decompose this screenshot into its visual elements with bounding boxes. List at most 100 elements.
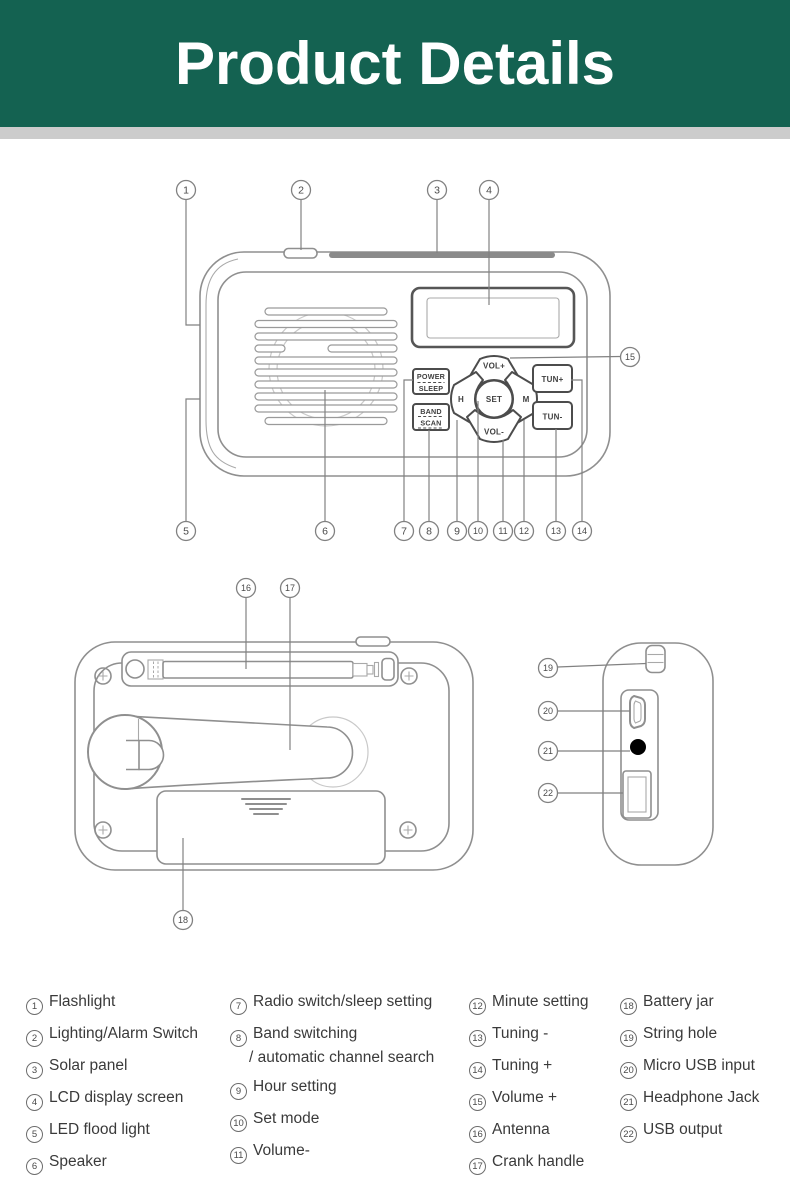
callout-number: 13 <box>551 526 561 536</box>
sleep-label: SLEEP <box>419 384 444 393</box>
callout-number: 8 <box>426 526 432 538</box>
screw <box>94 821 112 839</box>
callout-line <box>571 379 583 522</box>
power-label: POWER <box>417 372 446 381</box>
legend-item-label: Tuning + <box>492 1057 553 1075</box>
legend-item-label: Hour setting <box>253 1078 337 1096</box>
callout-number: 19 <box>543 663 553 673</box>
screw <box>94 667 112 685</box>
speaker-slat <box>254 332 398 341</box>
callout-3: 3 <box>426 179 448 201</box>
legend-item-number: 8 <box>230 1029 247 1047</box>
scan-label: SCAN <box>420 419 441 428</box>
legend-item-label: Speaker <box>49 1153 107 1171</box>
lcd-screen <box>410 286 576 349</box>
speaker-slat <box>254 319 398 329</box>
speaker-slat <box>327 344 398 353</box>
callout-2: 2 <box>290 179 312 201</box>
legend-item-number: 5 <box>26 1125 43 1143</box>
crank-grip <box>126 739 165 771</box>
speaker-slat <box>254 344 286 353</box>
tun-up-label: TUN+ <box>542 375 564 384</box>
port-panel <box>620 689 659 821</box>
callout-number: 22 <box>543 788 553 798</box>
antenna-rod <box>162 660 354 679</box>
legend-item-label: Solar panel <box>49 1057 128 1075</box>
speaker-slat <box>254 380 398 389</box>
callout-13: 13 <box>545 520 567 542</box>
callout-number: 5 <box>183 526 189 538</box>
legend-item-number: 22 <box>620 1125 637 1143</box>
callout-15: 15 <box>619 346 641 368</box>
legend-item: 20 Micro USB input <box>620 1055 788 1079</box>
legend-item: 18 Battery jar <box>620 991 788 1015</box>
legend-item: 11 Volume- <box>230 1140 465 1164</box>
legend-item-number: 2 <box>26 1029 43 1047</box>
legend-item-number: 9 <box>230 1082 247 1100</box>
legend-item: 14 Tuning + <box>469 1055 619 1079</box>
speaker-slat <box>254 392 398 401</box>
legend-item-label: String hole <box>643 1025 718 1043</box>
solar-panel <box>329 252 555 258</box>
legend-item-label: Volume + <box>492 1089 558 1107</box>
legend-item-label: Micro USB input <box>643 1057 755 1075</box>
usb-output-tongue <box>627 776 647 813</box>
usb-output-port <box>622 770 652 819</box>
legend-item-label: Volume- <box>253 1142 310 1160</box>
legend-item-label: Flashlight <box>49 993 116 1010</box>
callout-number: 16 <box>241 583 251 593</box>
headphone-jack <box>630 739 646 755</box>
callout-18: 18 <box>172 909 194 931</box>
legend-item-number: 14 <box>469 1061 486 1079</box>
callout-12: 12 <box>513 520 535 542</box>
legend-item-number: 11 <box>230 1146 247 1164</box>
speaker-slat <box>254 368 398 377</box>
callout-7: 7 <box>393 520 415 542</box>
speaker-slat <box>254 404 398 413</box>
legend-item-number: 18 <box>620 997 637 1015</box>
band-label: BAND <box>420 407 442 416</box>
legend-item-number: 12 <box>469 997 486 1015</box>
divider-strip <box>0 127 790 139</box>
callout-line <box>403 379 413 522</box>
callout-number: 2 <box>298 185 304 197</box>
legend-item-label: Battery jar <box>643 993 714 1010</box>
legend-item-number: 10 <box>230 1114 247 1132</box>
legend-item-number: 20 <box>620 1061 637 1079</box>
legend-item-label-line2: / automatic channel search <box>249 1048 435 1066</box>
callout-4: 4 <box>478 179 500 201</box>
antenna-tip <box>373 661 380 678</box>
micro-usb-port <box>629 695 646 729</box>
legend-item-number: 15 <box>469 1093 486 1111</box>
vol-down-label: VOL- <box>484 428 504 437</box>
legend-item-number: 1 <box>26 997 43 1015</box>
speaker <box>254 307 398 427</box>
set-label: SET <box>486 395 502 404</box>
antenna-end-cap <box>381 657 395 681</box>
battery-jar <box>156 790 386 865</box>
legend-item: 9 Hour setting <box>230 1076 465 1100</box>
front-callout-lines <box>185 199 621 522</box>
set-button <box>474 379 514 419</box>
callout-8: 8 <box>418 520 440 542</box>
side-callout-lines <box>557 662 647 794</box>
legend-item-label: Tuning - <box>492 1025 549 1043</box>
callout-9: 9 <box>446 520 468 542</box>
callout-11: 11 <box>492 520 514 542</box>
legend-item-number: 3 <box>26 1061 43 1079</box>
battery-jar-grip <box>241 798 291 815</box>
back-switch-bump <box>355 636 391 647</box>
